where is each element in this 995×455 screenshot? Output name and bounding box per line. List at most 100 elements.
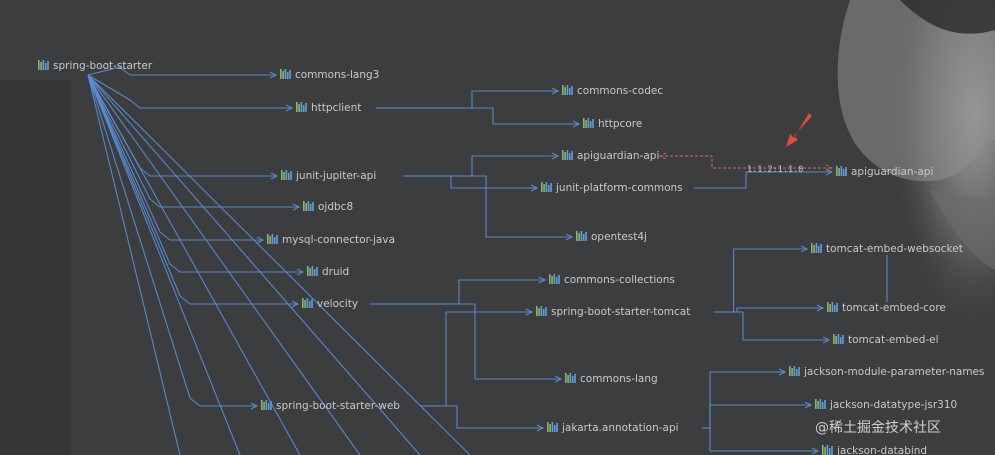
library-icon <box>549 274 560 284</box>
dependency-node[interactable]: apiguardian-api <box>836 166 933 178</box>
dependency-edge <box>702 404 811 429</box>
dependency-node[interactable]: commons-lang3 <box>280 69 379 81</box>
node-label: jackson-datatype-jsr310 <box>829 399 957 411</box>
library-icon <box>562 85 573 95</box>
node-label: spring-boot-starter-web <box>276 400 400 412</box>
root-edge <box>87 74 292 109</box>
edge-arrow <box>804 401 813 409</box>
dependency-node[interactable]: httpcore <box>583 118 642 130</box>
red-pointer-arrow <box>786 113 812 147</box>
dependency-edge <box>376 107 579 125</box>
dependency-node[interactable]: velocity <box>302 298 358 310</box>
edge-arrow <box>536 424 545 432</box>
dependency-node[interactable]: spring-boot-starter <box>38 60 153 72</box>
dependency-node[interactable]: commons-lang <box>565 373 658 385</box>
conflict-layer: 1.1.2:1.1.0 <box>658 113 834 175</box>
dependency-node[interactable]: opentest4j <box>576 231 647 243</box>
dependency-edge <box>702 371 785 429</box>
edge-arrow <box>565 233 574 241</box>
edge-arrow <box>296 268 305 276</box>
root-edge <box>87 74 263 241</box>
dependency-edge <box>376 90 558 109</box>
library-icon <box>547 422 558 432</box>
library-icon <box>541 182 552 192</box>
root-edge <box>87 74 303 273</box>
edge-arrow <box>551 87 560 95</box>
node-label: junit-jupiter-api <box>295 170 376 182</box>
node-label: jakarta.annotation-api <box>561 422 679 434</box>
dependency-node[interactable]: commons-collections <box>549 274 675 286</box>
edge-arrow <box>250 402 259 410</box>
dependency-node[interactable]: junit-platform-commons <box>541 182 683 194</box>
library-icon <box>303 201 314 211</box>
library-icon <box>302 298 313 308</box>
node-label: httpclient <box>311 102 361 114</box>
node-label: commons-collections <box>564 274 675 286</box>
dependency-node[interactable]: spring-boot-starter-tomcat <box>536 306 690 318</box>
library-icon <box>296 102 307 112</box>
library-icon <box>576 231 587 241</box>
node-label: opentest4j <box>591 231 647 243</box>
node-label: spring-boot-starter-tomcat <box>551 306 690 318</box>
dependency-edge <box>694 171 832 189</box>
dependency-node[interactable]: tomcat-embed-core <box>827 302 946 314</box>
edge-arrow <box>800 245 809 253</box>
edge-arrow <box>572 120 581 128</box>
edge-arrow <box>778 368 787 376</box>
conflict-edge <box>660 155 832 169</box>
node-label: commons-lang3 <box>295 69 379 81</box>
edge-arrow <box>269 71 278 79</box>
edge-arrow <box>270 172 279 180</box>
dependency-node[interactable]: tomcat-embed-el <box>833 334 939 346</box>
dependency-node[interactable]: mysql-connector-java <box>267 234 395 246</box>
dependency-edge <box>420 311 532 407</box>
library-icon <box>38 60 49 70</box>
root-edge <box>87 74 181 455</box>
root-edge <box>87 74 298 305</box>
dependency-node[interactable]: jackson-databind <box>822 445 927 455</box>
library-icon <box>281 170 292 180</box>
dependency-node[interactable]: spring-boot-starter-web <box>261 400 400 412</box>
root-edge <box>87 74 421 455</box>
node-label: tomcat-embed-el <box>848 334 939 346</box>
library-icon <box>565 373 576 383</box>
dependency-node[interactable]: tomcat-embed-websocket <box>811 243 963 255</box>
dependency-node[interactable]: druid <box>307 266 349 278</box>
node-label: junit-platform-commons <box>555 182 683 194</box>
dependency-node[interactable]: jackson-module-parameter-names <box>789 366 984 378</box>
dependency-node[interactable]: apiguardian-api <box>562 150 659 162</box>
node-label: commons-lang <box>580 373 658 385</box>
dependency-node[interactable]: httpclient <box>296 102 361 114</box>
edge-arrow <box>538 276 547 284</box>
dependency-node[interactable]: jakarta.annotation-api <box>547 422 679 434</box>
library-icon <box>811 243 822 253</box>
conflict-version-label: 1.1.2:1.1.0 <box>747 165 803 175</box>
dependency-edge <box>369 279 545 305</box>
dependency-edge <box>713 248 807 313</box>
edge-arrow <box>816 304 825 312</box>
dependency-node[interactable]: junit-jupiter-api <box>281 170 376 182</box>
library-icon <box>833 334 844 344</box>
edge-arrow <box>554 375 563 383</box>
node-label: jackson-databind <box>836 445 927 455</box>
node-label: ojdbc8 <box>318 201 353 213</box>
dependency-node[interactable]: ojdbc8 <box>303 201 353 213</box>
library-icon <box>267 234 278 244</box>
node-label: spring-boot-starter <box>53 60 153 72</box>
library-icon <box>562 150 573 160</box>
dependency-edge <box>420 405 543 429</box>
node-label: apiguardian-api <box>851 166 933 178</box>
library-icon <box>307 266 318 276</box>
dependency-node[interactable]: jackson-datatype-jsr310 <box>815 399 957 411</box>
dependency-edge <box>369 303 561 380</box>
library-icon <box>822 445 833 455</box>
dependency-edge <box>403 175 537 189</box>
library-icon <box>280 69 291 79</box>
dependency-node[interactable]: commons-codec <box>562 85 663 97</box>
node-label: mysql-connector-java <box>282 234 395 246</box>
library-icon <box>836 166 847 176</box>
edge-arrow <box>551 152 560 160</box>
library-icon <box>261 400 272 410</box>
node-label: tomcat-embed-core <box>842 302 946 314</box>
